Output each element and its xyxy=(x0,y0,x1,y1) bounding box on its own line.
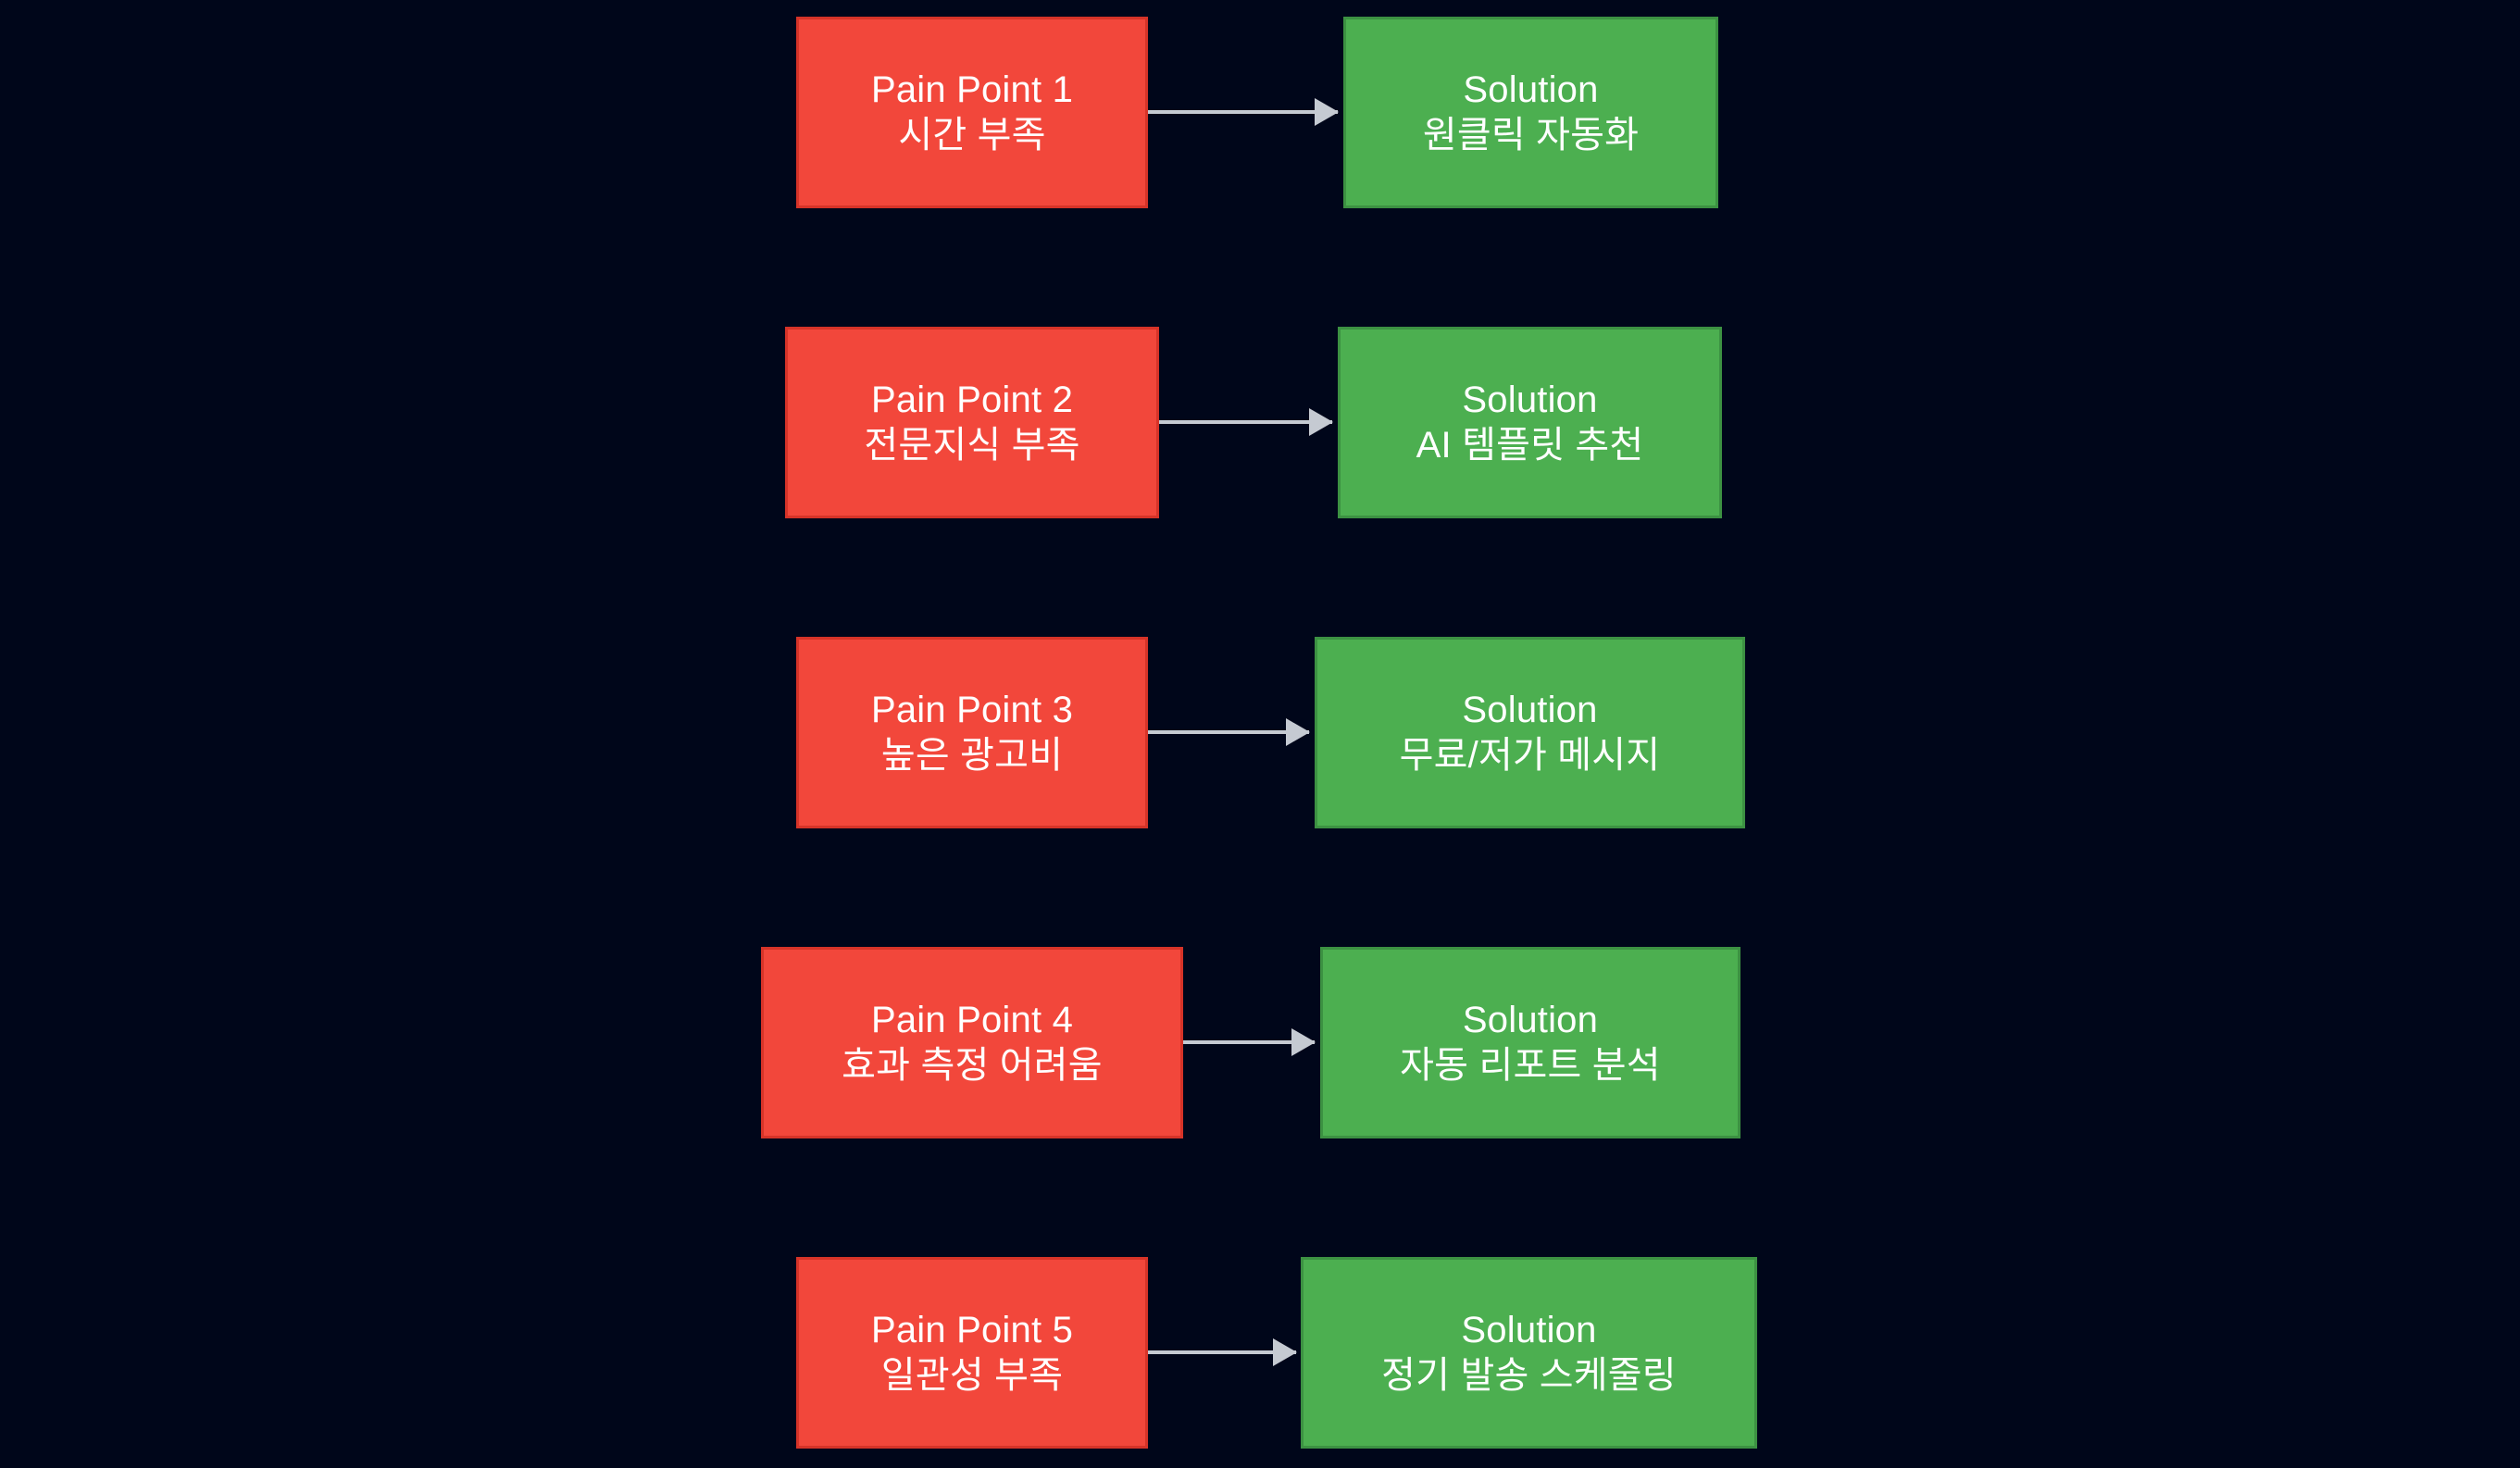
solution-title-5: Solution xyxy=(1461,1309,1597,1350)
arrow-shaft-4 xyxy=(1183,1040,1315,1044)
pain-point-node-1[interactable]: Pain Point 1 시간 부족 xyxy=(796,17,1148,208)
solution-node-5[interactable]: Solution 정기 발송 스케줄링 xyxy=(1301,1257,1757,1449)
pain-point-node-3[interactable]: Pain Point 3 높은 광고비 xyxy=(796,637,1148,828)
solution-detail-4: 자동 리포트 분석 xyxy=(1400,1044,1661,1086)
arrow-head-icon-1 xyxy=(1315,98,1339,126)
pain-point-detail-1: 시간 부족 xyxy=(898,114,1046,156)
solution-detail-5: 정기 발송 스케줄링 xyxy=(1381,1354,1677,1396)
solution-detail-2: AI 템플릿 추천 xyxy=(1416,424,1644,466)
arrow-shaft-3 xyxy=(1148,730,1309,734)
pain-point-node-2[interactable]: Pain Point 2 전문지식 부족 xyxy=(785,327,1159,518)
pain-point-detail-3: 높은 광고비 xyxy=(880,734,1064,776)
solution-title-2: Solution xyxy=(1462,379,1598,420)
pain-point-title-3: Pain Point 3 xyxy=(870,689,1074,730)
arrow-head-icon-2 xyxy=(1309,408,1333,436)
pain-point-title-4: Pain Point 4 xyxy=(870,999,1074,1040)
pain-point-node-4[interactable]: Pain Point 4 효과 측정 어려움 xyxy=(761,947,1183,1138)
arrow-head-icon-4 xyxy=(1291,1028,1316,1056)
pain-point-detail-4: 효과 측정 어려움 xyxy=(842,1044,1103,1086)
arrow-shaft-1 xyxy=(1148,110,1338,114)
solution-node-2[interactable]: Solution AI 템플릿 추천 xyxy=(1338,327,1722,518)
solution-detail-1: 원클릭 자동화 xyxy=(1422,114,1640,156)
pain-point-title-1: Pain Point 1 xyxy=(870,68,1074,110)
arrow-shaft-5 xyxy=(1148,1350,1296,1354)
solution-title-3: Solution xyxy=(1462,689,1598,730)
solution-node-1[interactable]: Solution 원클릭 자동화 xyxy=(1343,17,1718,208)
pain-point-detail-2: 전문지식 부족 xyxy=(864,424,1080,466)
pain-point-title-5: Pain Point 5 xyxy=(870,1309,1074,1350)
arrow-head-icon-5 xyxy=(1273,1338,1297,1366)
solution-title-4: Solution xyxy=(1462,999,1599,1040)
solution-node-4[interactable]: Solution 자동 리포트 분석 xyxy=(1320,947,1740,1138)
pain-point-node-5[interactable]: Pain Point 5 일관성 부족 xyxy=(796,1257,1148,1449)
solution-detail-3: 무료/저가 메시지 xyxy=(1399,734,1661,776)
solution-title-1: Solution xyxy=(1463,68,1599,110)
pain-point-title-2: Pain Point 2 xyxy=(870,379,1074,420)
arrow-head-icon-3 xyxy=(1286,718,1310,746)
pain-point-detail-5: 일관성 부족 xyxy=(880,1354,1064,1396)
solution-node-3[interactable]: Solution 무료/저가 메시지 xyxy=(1315,637,1745,828)
arrow-shaft-2 xyxy=(1159,420,1332,424)
